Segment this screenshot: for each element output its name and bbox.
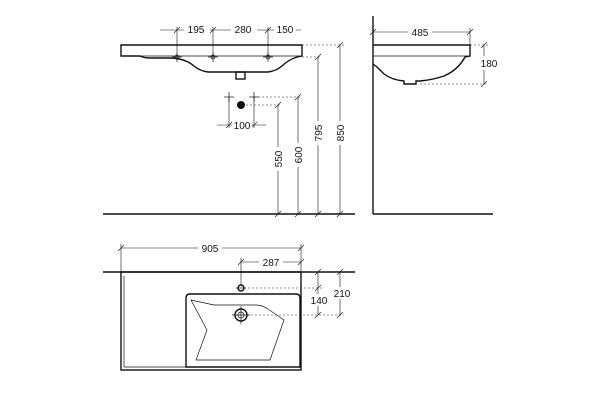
dim-287-label: 287 (263, 258, 280, 269)
basin-side-outline (372, 44, 471, 85)
waste-outlet-marks: 100 (217, 92, 266, 132)
dim-850-label: 850 (336, 124, 347, 141)
top-dimension-chain: 195 280 150 (160, 23, 301, 52)
dim-150-label: 150 (277, 25, 294, 36)
dim-600-label: 600 (294, 146, 305, 163)
waste-spigot (235, 71, 246, 80)
dim-100-label: 100 (234, 121, 251, 132)
dim-905-label: 905 (202, 244, 219, 255)
dim-195-label: 195 (188, 25, 205, 36)
dim-795-label: 795 (314, 124, 325, 141)
dim-485-label: 485 (412, 28, 429, 39)
front-view: 195 280 150 100 (103, 23, 355, 218)
bowl-outline (185, 293, 301, 368)
basin-top-outline (120, 271, 302, 371)
dim-140-label: 140 (311, 296, 328, 307)
dim-550-label: 550 (274, 150, 285, 167)
side-view: 485 180 (369, 16, 500, 215)
dim-280-label: 280 (235, 25, 252, 36)
height-dimensions: 550 600 795 850 (272, 41, 347, 218)
dim-210-label: 210 (334, 289, 351, 300)
waste-outlet-icon (237, 101, 245, 109)
tap-hole-marks (172, 52, 273, 62)
basin-front-outline (120, 44, 303, 73)
bowl-inner (190, 299, 285, 361)
dim-180-label: 180 (481, 59, 498, 70)
top-view: 905 287 140 210 (103, 242, 355, 371)
